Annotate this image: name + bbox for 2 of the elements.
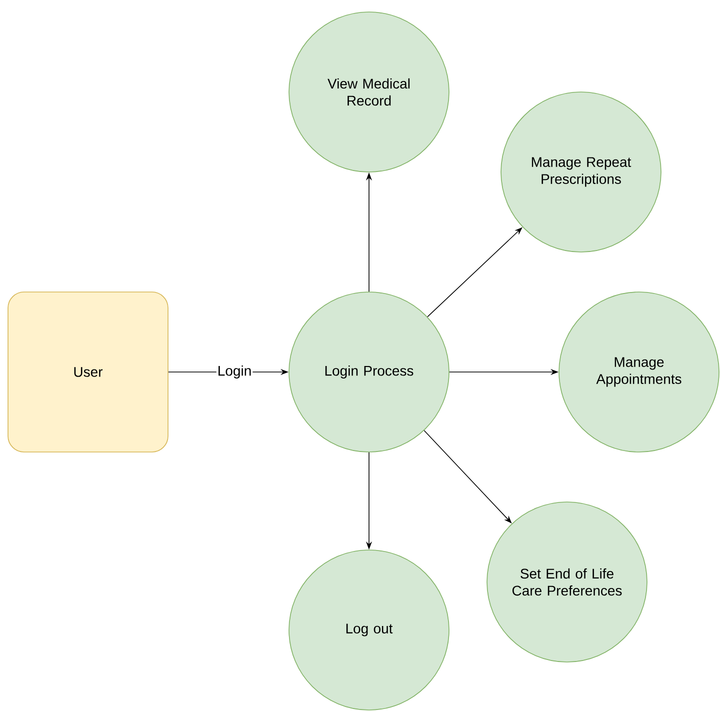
- actor-box: User: [8, 292, 168, 452]
- edge-label: Login: [216, 364, 253, 380]
